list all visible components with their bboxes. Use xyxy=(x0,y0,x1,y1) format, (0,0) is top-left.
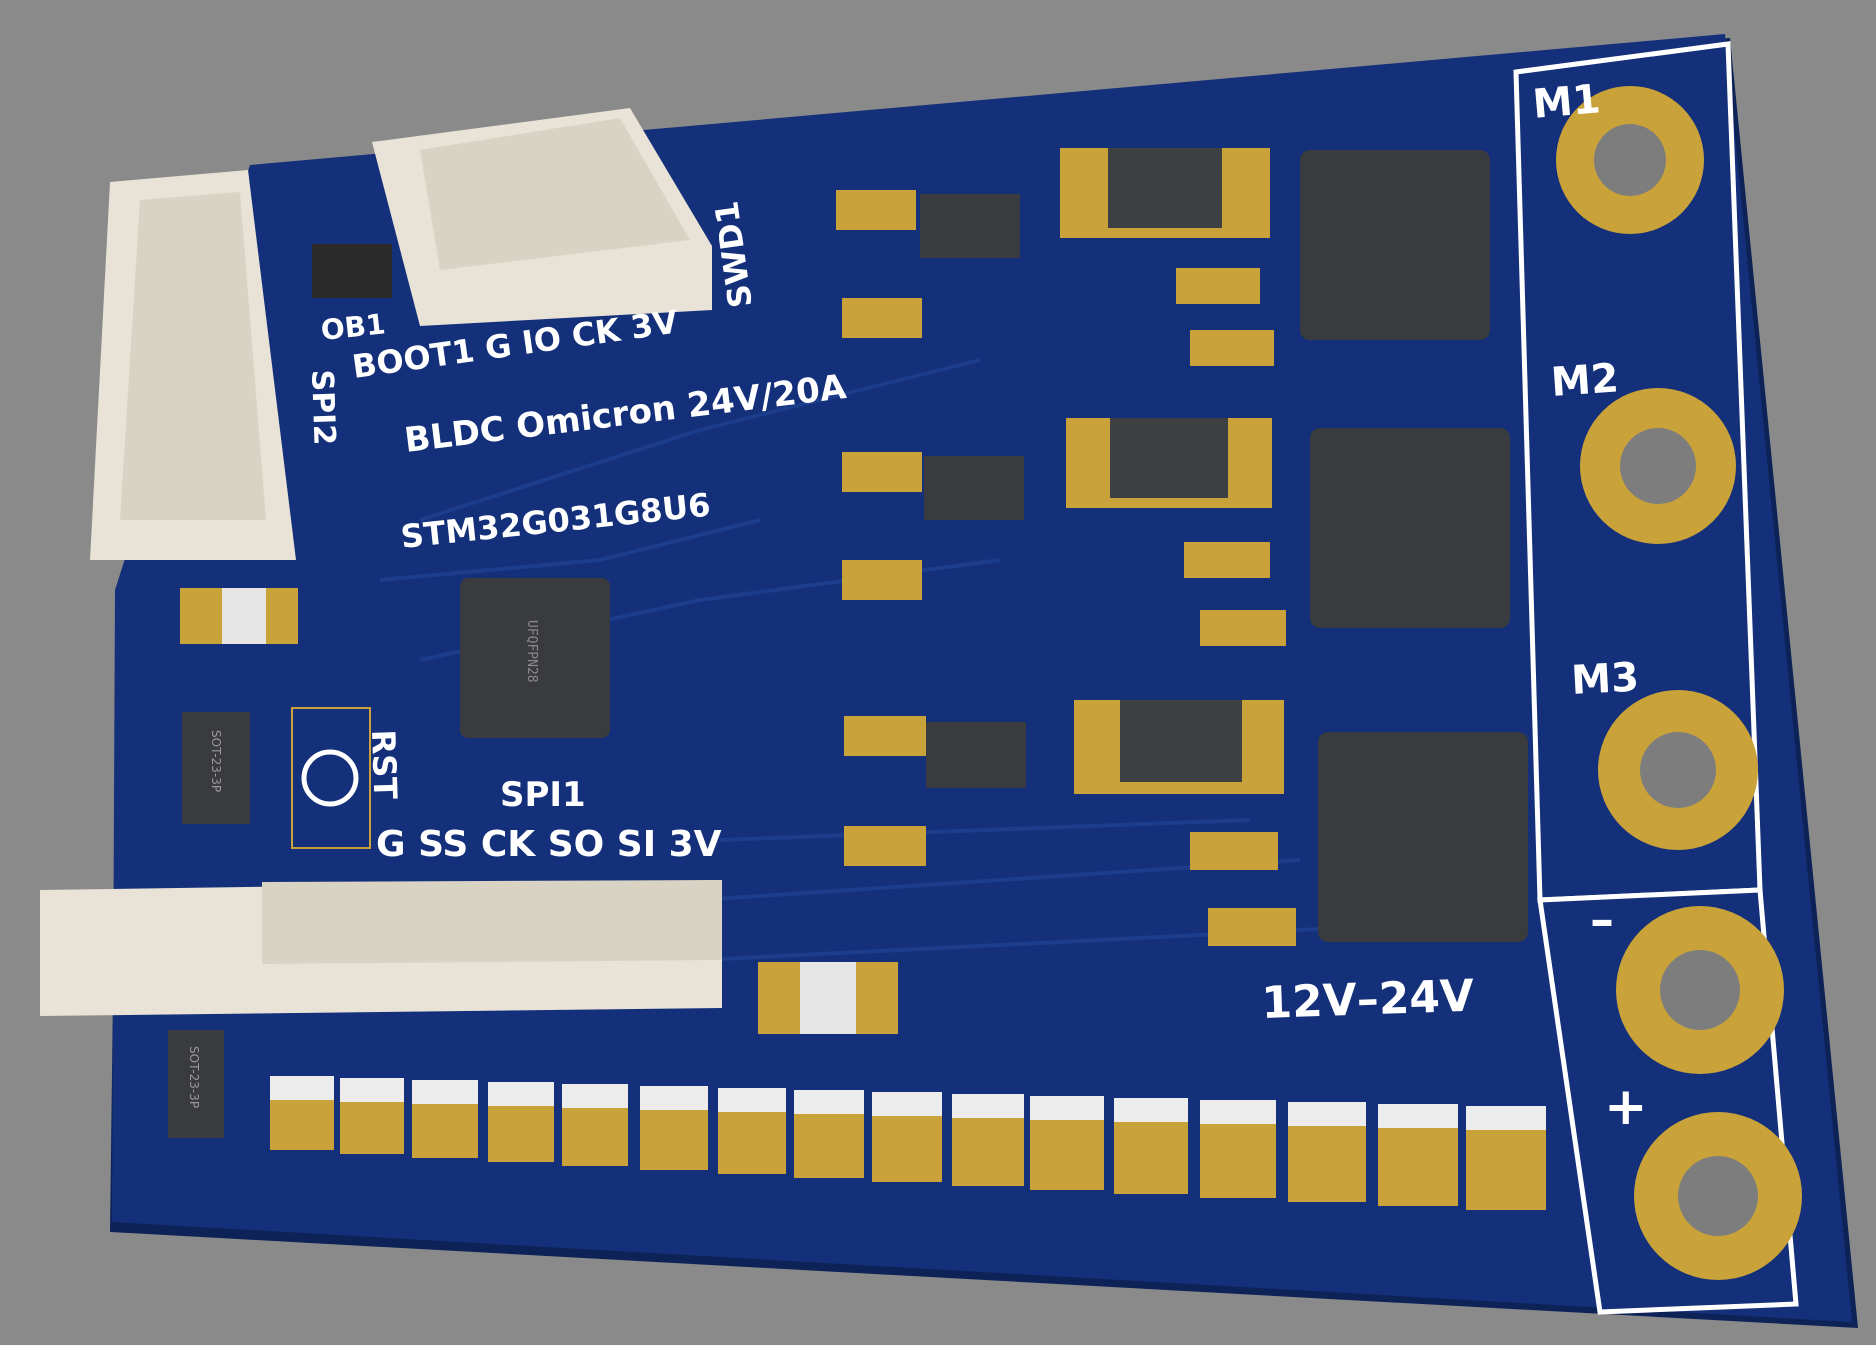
reset-label: RST xyxy=(364,729,404,800)
power-minus-label: – xyxy=(1590,892,1614,948)
gate-driver-chips xyxy=(920,194,1026,788)
mcu-chip[interactable] xyxy=(460,578,610,738)
voltage-label: 12V–24V xyxy=(1261,971,1475,1029)
terminal-m1 xyxy=(1556,86,1704,234)
mcu-package-label: UFQFPN28 xyxy=(524,620,539,683)
motor-label-m2: M2 xyxy=(1549,355,1620,406)
motor-label-m1: M1 xyxy=(1531,76,1602,128)
motor-label-m3: M3 xyxy=(1570,655,1640,704)
bulk-capacitor-highlights xyxy=(270,1076,1546,1130)
sot23-label-2: SOT-23-3P xyxy=(187,1046,201,1108)
spi1-connector[interactable] xyxy=(40,880,722,1016)
ob1-label: OB1 xyxy=(319,307,387,347)
passive-components xyxy=(836,190,1296,946)
sot23-label-1: SOT-23-3P xyxy=(209,730,223,792)
terminal-plus xyxy=(1634,1112,1802,1280)
spi1-label: SPI1 xyxy=(500,775,586,815)
spi2-label: SPI2 xyxy=(304,369,342,446)
power-plus-label: + xyxy=(1604,1077,1648,1137)
sot23-regulator-1 xyxy=(182,712,250,824)
mosfet-packages xyxy=(1300,150,1528,942)
terminal-m3 xyxy=(1598,690,1758,850)
swd-connector[interactable] xyxy=(372,108,712,326)
left-capacitor xyxy=(180,588,298,644)
terminal-m2 xyxy=(1580,388,1736,544)
sot23-regulator-2 xyxy=(168,1030,224,1138)
reset-button[interactable] xyxy=(291,707,371,849)
input-capacitor xyxy=(758,962,898,1034)
terminal-minus xyxy=(1616,906,1784,1074)
ob1-pin-header xyxy=(312,244,392,298)
spi1-pin-labels: G SS CK SO SI 3V xyxy=(376,824,722,865)
shunt-resistors xyxy=(1060,148,1284,794)
spi2-connector[interactable] xyxy=(90,170,296,560)
